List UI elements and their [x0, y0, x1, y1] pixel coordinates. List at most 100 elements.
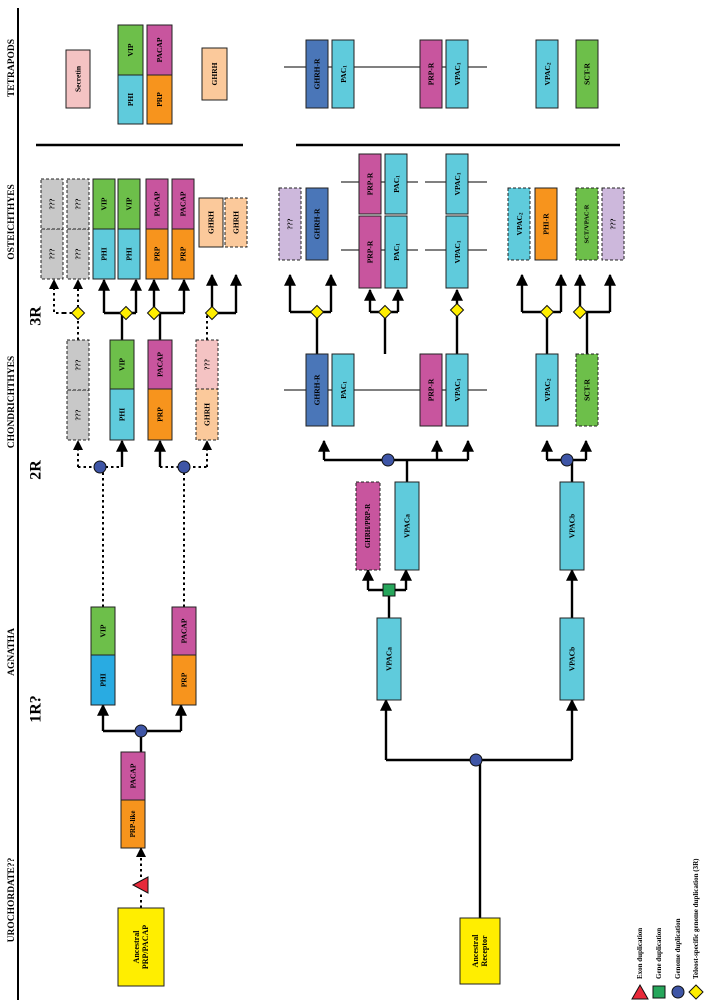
- ancestral-receptor-box: [459, 917, 501, 985]
- r1-genome-duplication-circle: [134, 724, 148, 738]
- ost-pacap-box-2-label: PACAP: [179, 191, 188, 216]
- tet-pacap-box: [146, 24, 173, 76]
- ost-ghrh-box-1: [198, 197, 224, 248]
- agnatha-phi-box: [90, 654, 116, 706]
- era-label-osteichthyes: OSTEICHTHYES: [7, 184, 17, 260]
- ost-pac1-box-2: [384, 153, 408, 215]
- tet-secretin-box: [65, 49, 91, 109]
- agnatha-vip-box-label: VIP: [99, 624, 108, 637]
- chond-sct-r-box-label: SCT-R: [583, 379, 592, 401]
- ost-pac1-box-2-label: PAC1: [392, 175, 402, 193]
- chond-sct-r-box: [575, 353, 599, 427]
- tet-pac1-box-label: PAC1: [339, 65, 349, 83]
- chond-vpac1-box-label: VPAC1: [453, 378, 463, 401]
- chond-unknown-box-3-label: ???: [203, 359, 212, 371]
- chond-ghrh-r-box: [305, 353, 329, 427]
- chond-unknown-box-2: [66, 339, 90, 391]
- ost-vip-box-1-label: VIP: [100, 197, 109, 210]
- chond-vip-box-label: VIP: [118, 358, 127, 371]
- ghrh-prp-r-box-label: GHRH/PRP-R: [364, 503, 372, 548]
- legend-teleost-icon: [688, 984, 704, 1000]
- urochordate-prp-like-box: [120, 799, 146, 849]
- exon-duplication-triangle: [131, 876, 149, 894]
- ost-unknown-box-4-label: ???: [74, 198, 83, 210]
- ancestral-receptor-box-label-2: Receptor: [480, 935, 489, 967]
- r2-rec-b-genome-circle: [560, 453, 574, 467]
- chond-ghrh-r-box-label: GHRH-R: [313, 374, 322, 405]
- legend-exon-label: Exon duplication: [636, 928, 644, 979]
- chond-prp-r-box: [419, 353, 443, 427]
- tet-phi-box: [117, 74, 144, 125]
- ost-pacap-box-1: [145, 178, 169, 230]
- agnatha-vpaca-box: [376, 617, 402, 701]
- agnatha-vpacb-box: [559, 617, 585, 701]
- r2-ligand-left-genome-circle: [93, 460, 107, 474]
- r3-rec-sct-diamond: [572, 304, 588, 320]
- ost-ghrh-box-2: [224, 197, 248, 248]
- legend-gene-icon: [652, 985, 666, 999]
- ost-phi-r-box: [534, 187, 558, 261]
- tet-secretin-box-label: Secretin: [74, 65, 83, 92]
- chond-vpac1-box: [445, 353, 469, 427]
- r3-rec-prp-diamond: [377, 304, 393, 320]
- ost-prp-r-box-1: [358, 215, 382, 289]
- ost-vpac1-box-1: [445, 215, 469, 289]
- ost-vpac1-box-1-label: VPAC1: [453, 240, 463, 263]
- chond-vpac2-box: [535, 353, 559, 427]
- ost-vpac2-box: [507, 187, 531, 261]
- ost-unknown-box-2-label: ???: [48, 198, 57, 210]
- r2-rec-a-genome-circle: [381, 453, 395, 467]
- era-label-1r: 1R?: [28, 695, 45, 723]
- tet-prp-box-label: PRP: [155, 92, 164, 107]
- ost-unknown-box-2: [40, 178, 64, 230]
- agnatha-phi-box-label: PHI: [99, 673, 108, 686]
- chond-vpaca-box-label: VPACa: [403, 514, 412, 538]
- ost-pacap-box-1-label: PACAP: [153, 191, 162, 216]
- chond-pac1-box: [331, 353, 355, 427]
- tet-prp-r-box: [419, 39, 443, 109]
- ost-vip-box-2: [117, 178, 141, 230]
- ancestral-receptor-box-label-1: Ancestral: [471, 934, 480, 968]
- ost-vpac1-box-2: [445, 153, 469, 215]
- tet-ghrh-box-label: GHRH: [210, 62, 219, 85]
- urochordate-pacap-box: [120, 751, 146, 801]
- tet-prp-r-box-label: PRP-R: [427, 62, 436, 85]
- gene-duplication-square: [382, 583, 396, 597]
- era-label-urochordate: UROCHORDATE??: [7, 857, 17, 942]
- chond-vpaca-box: [394, 481, 420, 571]
- tet-vip-box: [117, 24, 144, 76]
- tet-sct-r-box: [575, 39, 599, 109]
- ghrh-prp-r-box: [355, 481, 381, 571]
- ancestral-prp-pacap-box-label-1: Ancestral: [132, 930, 141, 964]
- chond-unknown-box-3: [195, 339, 219, 390]
- agnatha-prp-box: [171, 654, 197, 706]
- ost-pacap-box-2: [171, 178, 195, 230]
- tet-pacap-box-label: PACAP: [155, 37, 164, 62]
- agnatha-prp-box-label: PRP: [180, 672, 189, 687]
- chond-vpac2-box-label: VPAC2: [543, 378, 553, 401]
- receptor-r1-genome-circle: [469, 753, 483, 767]
- agnatha-vip-box: [90, 606, 116, 656]
- tet-vip-box-label: VIP: [126, 43, 135, 56]
- ost-vpac2-box-label: VPAC2: [515, 212, 525, 235]
- ost-prp-box-2-label: PRP: [179, 246, 188, 261]
- legend-genome-label: Genome duplication: [674, 918, 682, 979]
- tet-prp-box: [146, 74, 173, 125]
- chond-vip-box: [109, 339, 135, 390]
- chond-phi-box: [109, 388, 135, 441]
- ost-vip-box-1: [92, 178, 116, 230]
- ost-vpac1-box-2-label: VPAC1: [453, 172, 463, 195]
- chond-pac1-box-label: PAC1: [339, 381, 349, 399]
- chond-pacap-box-label: PACAP: [156, 352, 165, 377]
- urochordate-prp-like-box-label: PRP-like: [129, 811, 137, 838]
- ost-unknown-r-box-2-label: ???: [609, 218, 618, 230]
- tet-phi-box-label: PHI: [126, 93, 135, 106]
- era-label-chondrichthyes: CHONDRICHTHYES: [7, 356, 17, 448]
- ancestral-prp-pacap-box: [117, 907, 165, 987]
- agnatha-vpaca-box-label: VPACa: [385, 647, 394, 671]
- tet-vpac2-box: [535, 39, 559, 109]
- era-label-2r: 2R: [28, 460, 45, 480]
- ost-unknown-r-box-1-label: ???: [286, 218, 295, 230]
- ost-prp-r-box-2-label: PRP-R: [366, 172, 375, 195]
